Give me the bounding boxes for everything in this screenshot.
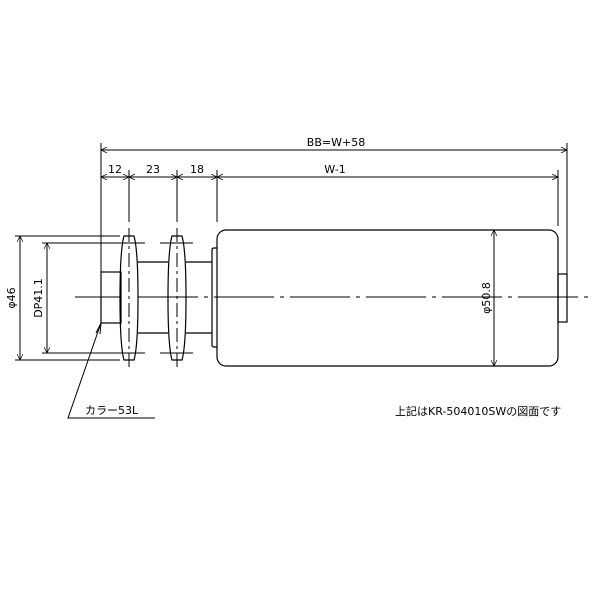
shaft-end-shape: [557, 273, 568, 323]
dimension-pitch-label: 23: [146, 163, 160, 176]
roller-dia-label: φ50.8: [480, 282, 493, 314]
dimension-overall: BB=W+58: [101, 136, 567, 150]
sprocket-2-shape: [167, 235, 187, 361]
roller-body-shape: [216, 229, 559, 367]
dimension-chain: 12 23 18 W-1: [101, 163, 558, 177]
pitch-dia-label: DP41.1: [32, 278, 45, 318]
sprocket-1-shape: [119, 235, 139, 361]
dimension-roller-length-label: W-1: [324, 163, 345, 176]
roller-flange-shape: [211, 247, 217, 348]
centerlines: [75, 228, 590, 368]
dimension-collar-label: 12: [108, 163, 122, 176]
dimension-roller-dia: φ50.8: [480, 230, 494, 366]
drawing-note: 上記はKR-504010SWの図面です: [395, 404, 561, 418]
dimension-sprocket-dia: φ46: [5, 236, 20, 360]
dimension-gap-label: 18: [190, 163, 204, 176]
sprocket-dia-label: φ46: [5, 287, 18, 308]
dimension-overall-label: BB=W+58: [307, 136, 365, 149]
collar-callout: カラー53L: [67, 322, 155, 419]
dimension-pitch-dia: DP41.1: [32, 243, 47, 353]
extension-lines: [15, 143, 568, 361]
collar-callout-label: カラー53L: [85, 404, 139, 417]
